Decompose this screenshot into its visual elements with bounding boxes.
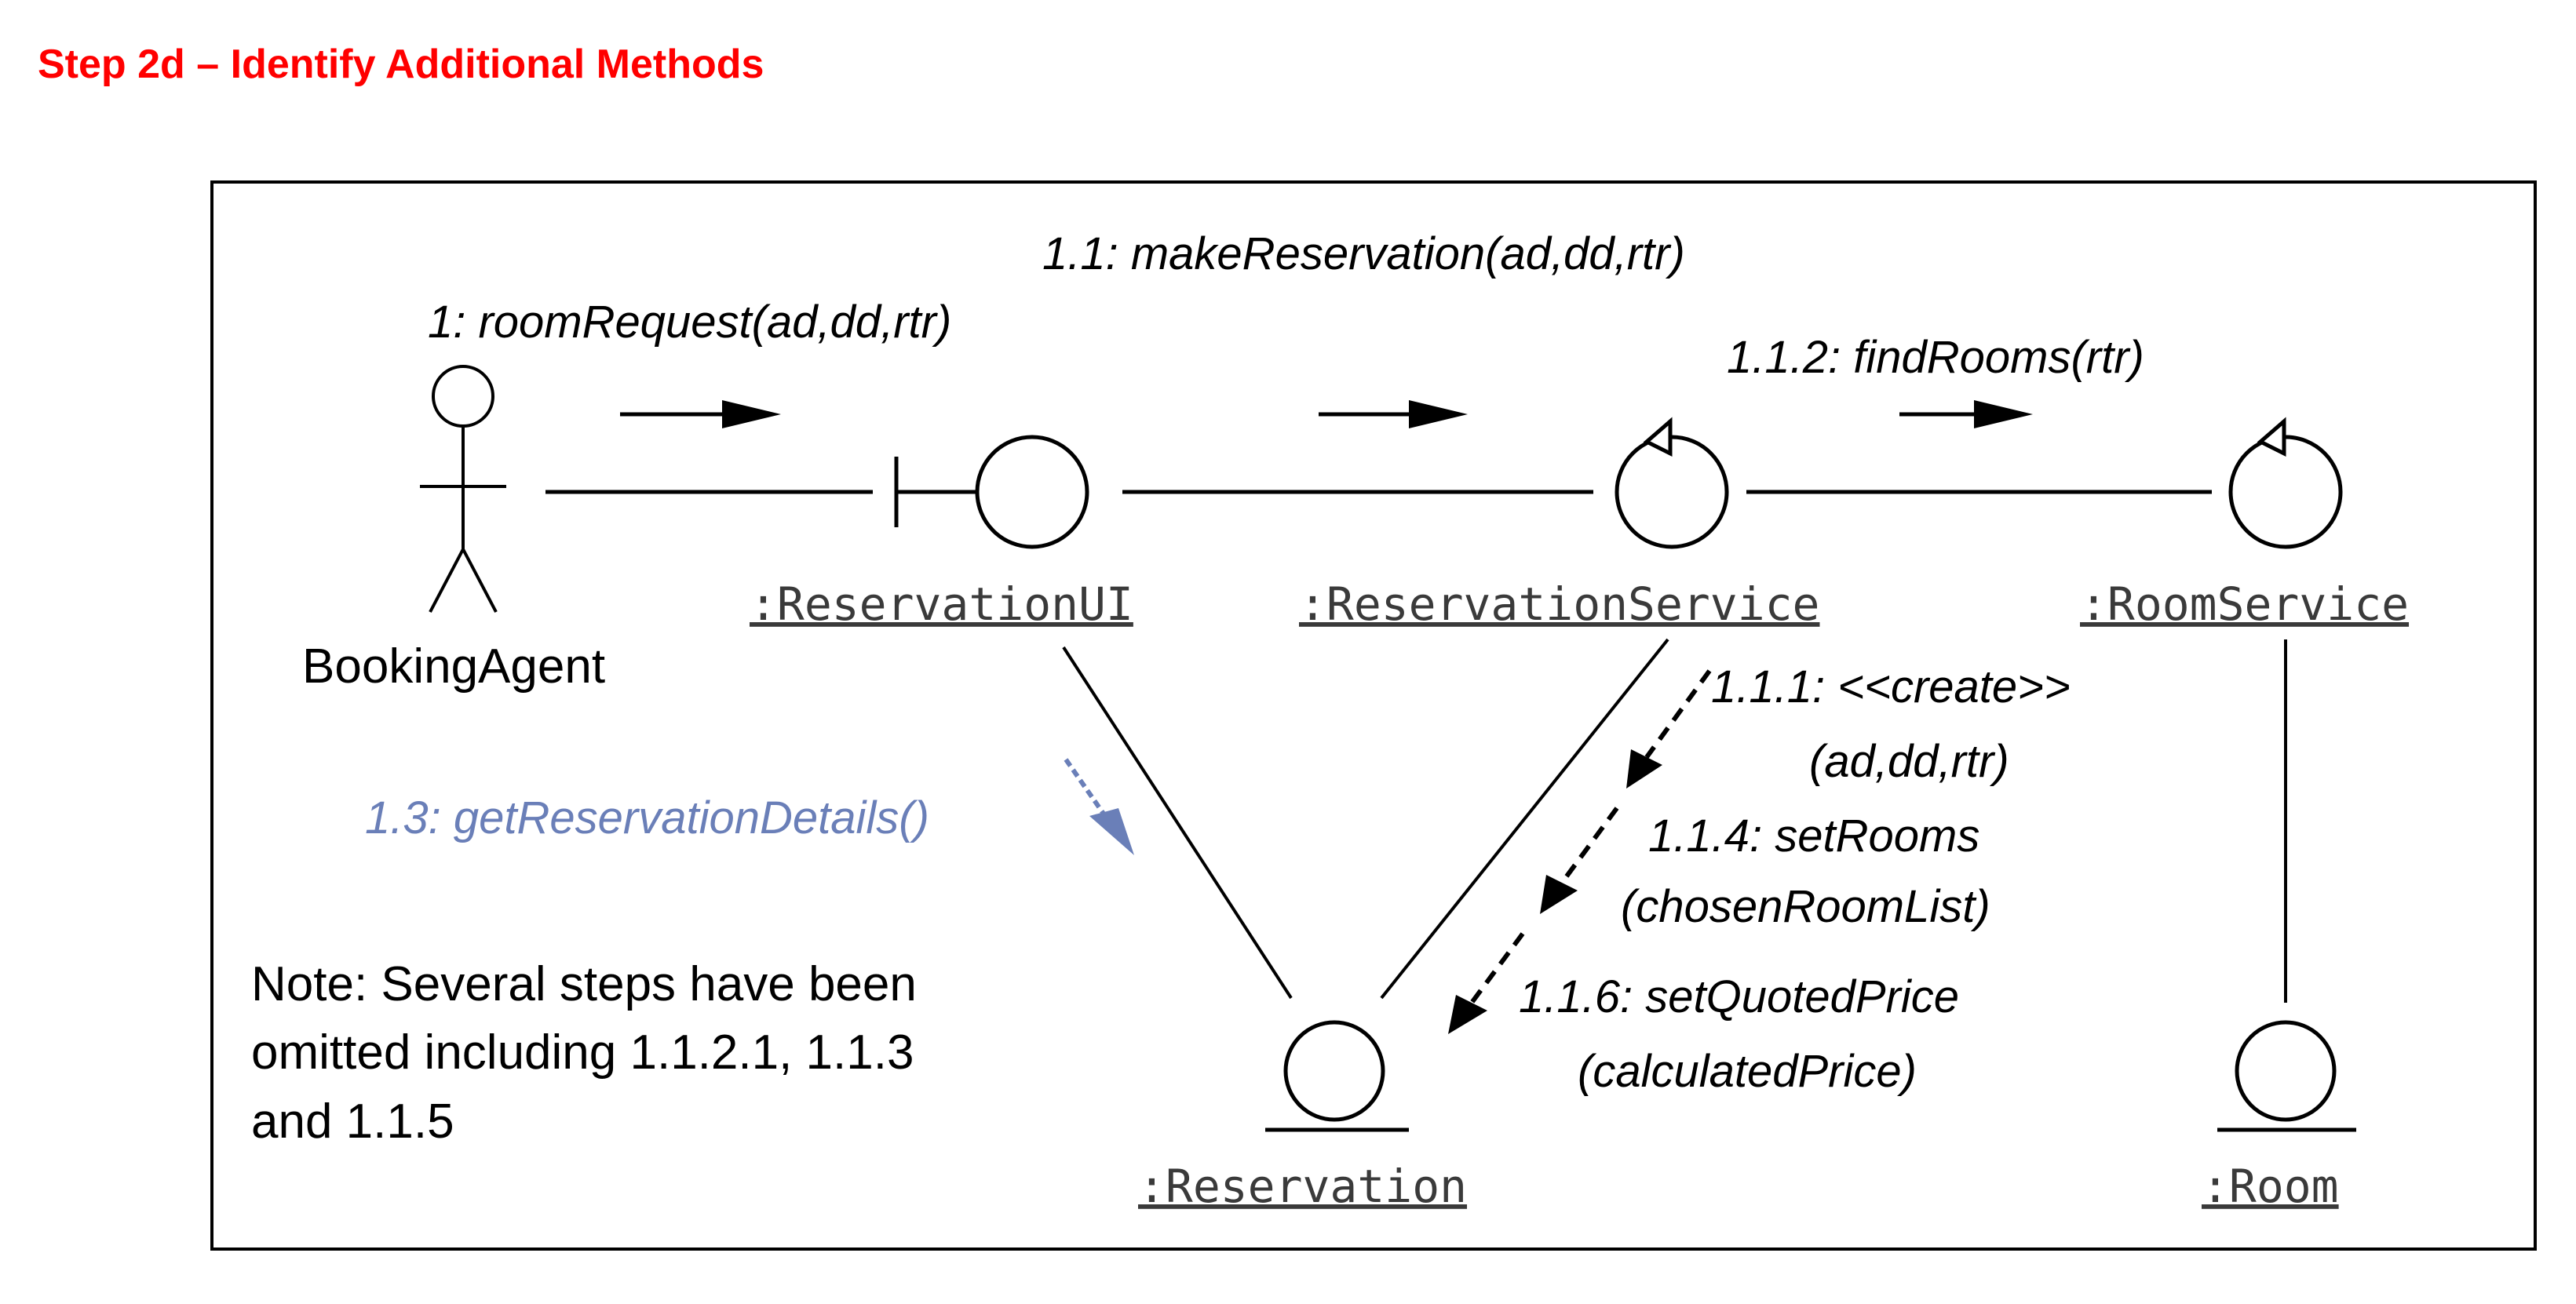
message-1-1-6-line1: 1.1.6: setQuotedPrice [1519, 971, 1959, 1022]
arrow-m1 [620, 400, 781, 428]
reservation-label: :Reservation [1138, 1160, 1467, 1213]
booking-agent-actor [420, 365, 506, 613]
room-label: :Room [2202, 1160, 2339, 1213]
message-1-1-1-line2: (ad,dd,rtr) [1809, 736, 2009, 787]
room-service-control-icon [2228, 417, 2343, 549]
room-entity-icon [2217, 1020, 2356, 1132]
arrow-m1-1-4 [1540, 807, 1619, 914]
note-line-3: and 1.1.5 [251, 1095, 454, 1149]
message-1-1: 1.1: makeReservation(ad,dd,rtr) [1042, 228, 1685, 279]
room-service-label: :RoomService [2080, 577, 2409, 631]
page-title: Step 2d – Identify Additional Methods [38, 42, 764, 87]
reservation-service-label: :ReservationService [1299, 577, 1819, 631]
arrow-m1-1 [1319, 400, 1468, 428]
arrow-m1-3 [1064, 758, 1134, 855]
reservation-ui-boundary-icon [894, 435, 1089, 549]
diagram-frame [210, 180, 2537, 1251]
reservation-ui-label: :ReservationUI [750, 577, 1133, 631]
link-ui-reservation [1062, 646, 1293, 1000]
message-1: 1: roomRequest(ad,dd,rtr) [428, 297, 951, 348]
arrow-m1-1-2 [1899, 400, 2033, 428]
message-1-1-4-line1: 1.1.4: setRooms [1648, 810, 1979, 861]
arrow-m1-1-1 [1626, 669, 1712, 789]
reservation-entity-icon [1265, 1020, 1409, 1132]
message-1-3: 1.3: getReservationDetails() [365, 792, 929, 843]
link-service-reservation [1380, 638, 1669, 1000]
message-1-1-4-line2: (chosenRoomList) [1621, 881, 1990, 932]
actor-label: BookingAgent [302, 639, 605, 694]
message-1-1-6-line2: (calculatedPrice) [1578, 1046, 1917, 1097]
note-line-1: Note: Several steps have been [251, 957, 917, 1011]
message-1-1-1-line1: 1.1.1: <<create>> [1711, 661, 2071, 712]
arrow-m1-1-6 [1448, 932, 1525, 1034]
message-1-1-2: 1.1.2: findRooms(rtr) [1727, 332, 2144, 383]
reservation-service-control-icon [1615, 417, 1729, 549]
note-line-2: omitted including 1.1.2.1, 1.1.3 [251, 1025, 914, 1080]
